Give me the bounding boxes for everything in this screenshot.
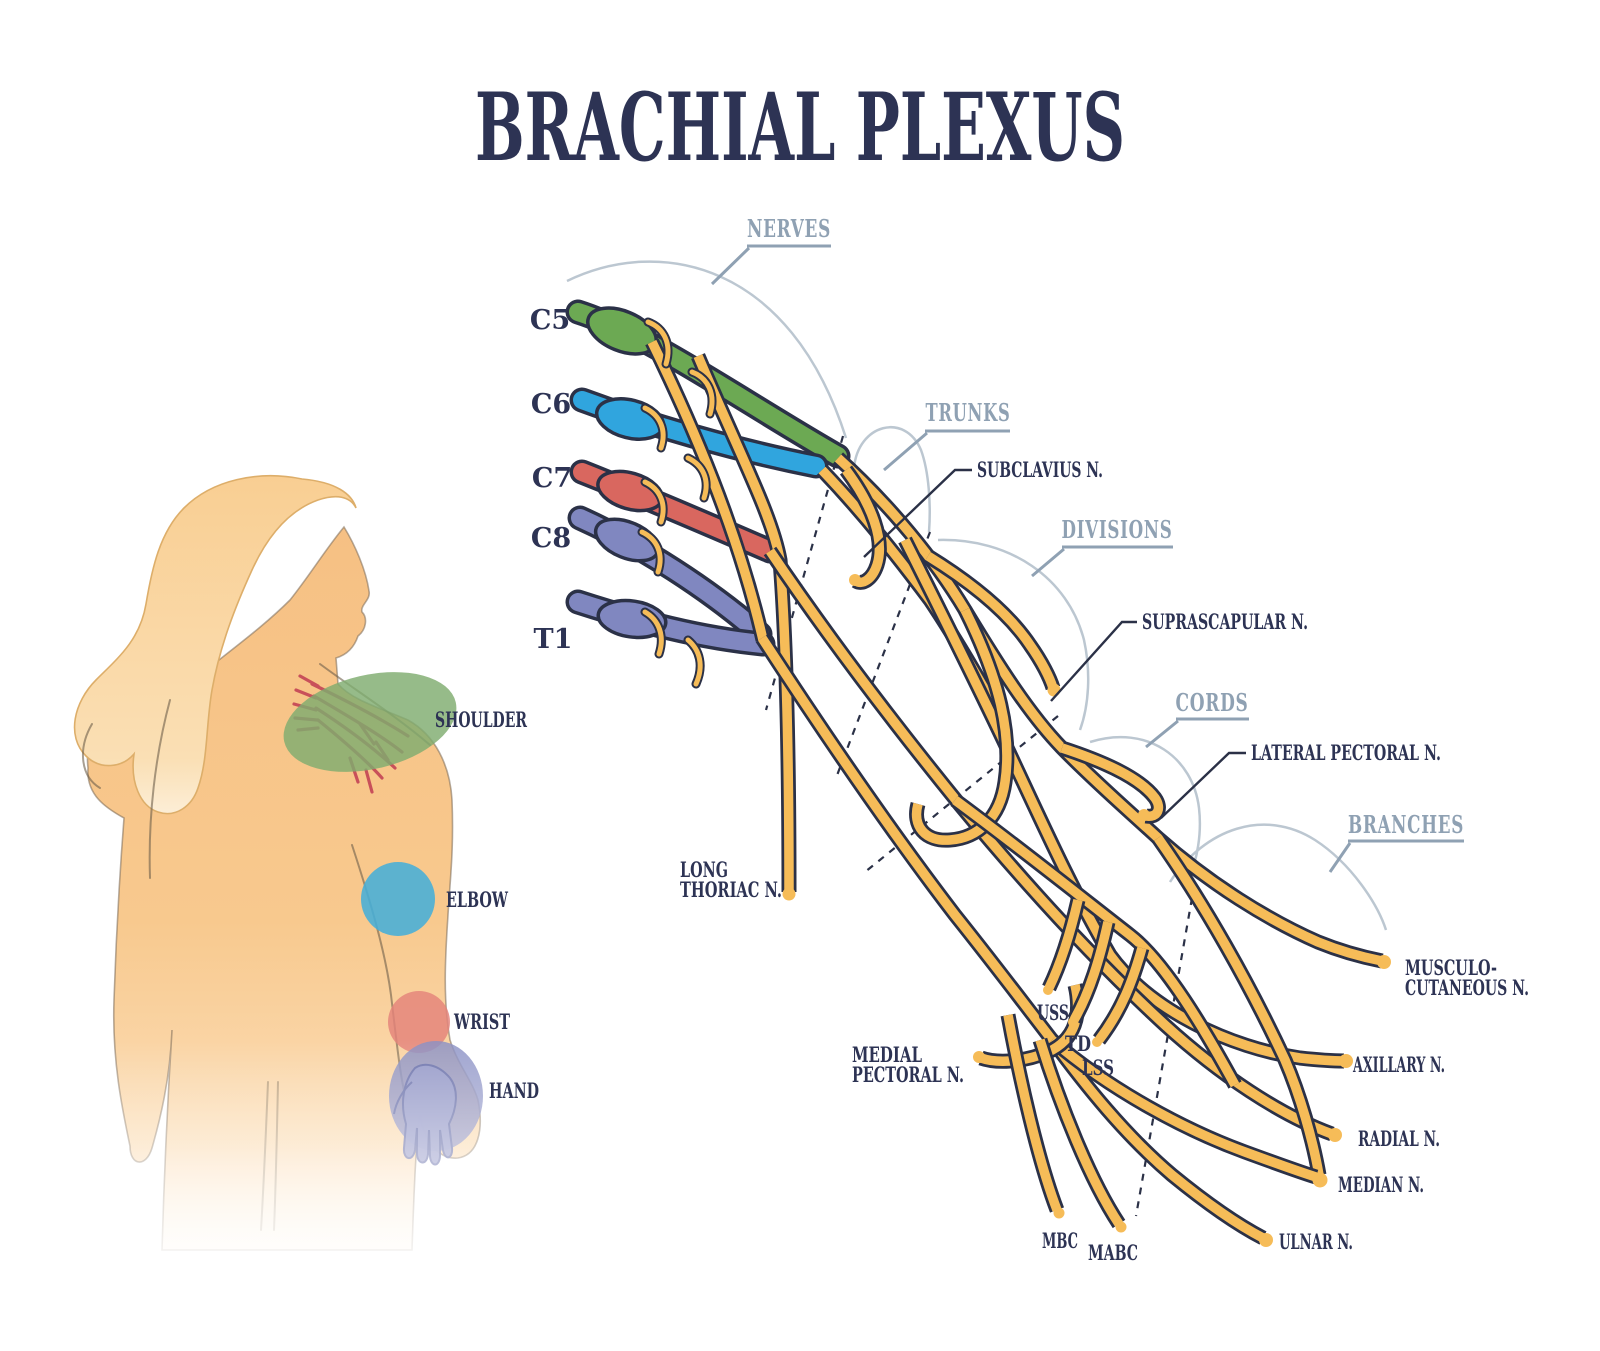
label-mbc: MBC [1042,1228,1078,1253]
label-medial-pectoral-2: PECTORAL N. [852,1062,964,1087]
nerve-tips [782,574,1391,1247]
back-line [148,699,171,879]
label-wrist: WRIST [453,1009,510,1034]
cords-arc [1089,736,1202,879]
lateral-pectoral-pointer [1160,751,1246,819]
nerve-strands [645,338,1384,1245]
label-td: TD [1065,1031,1091,1056]
label-lateral-pectoral: LATERAL PECTORAL N. [1251,740,1441,765]
branches-arc [1168,823,1388,931]
root-label-c5: C5 [530,305,570,336]
subclavius-pointer [863,468,972,558]
section-nerves: NERVES [747,214,831,243]
label-radial: RADIAL N. [1358,1126,1440,1151]
label-shoulder: SHOULDER [435,707,527,732]
label-axillary: AXILLARY N. [1352,1052,1445,1077]
divisions-arc [937,538,1090,731]
label-musculocutaneous-2: CUTANEOUS N. [1405,975,1529,1000]
label-subclavius: SUBCLAVIUS N. [977,457,1103,482]
figure-woman [40,474,580,1351]
root-label-c7: C7 [532,463,572,494]
labels: BRACHIAL PLEXUS NERVES TRUNKS DIVISIONS … [435,73,1529,1265]
page-title: BRACHIAL PLEXUS [475,73,1125,183]
branches-underline [1328,839,1464,873]
root-label-c6: C6 [531,389,571,420]
label-musculocutaneous-1: MUSCULO- [1405,955,1497,980]
chest-line [81,723,101,789]
trunks-arc [852,425,931,533]
section-divisions: DIVISIONS [1062,515,1173,544]
figure-fade [40,1030,580,1351]
label-suprascapular: SUPRASCAPULAR N. [1142,609,1308,634]
elbow-highlight [361,862,435,936]
label-mabc: MABC [1088,1240,1138,1265]
label-hand: HAND [489,1078,539,1103]
label-long-thoriac-1: LONG [680,857,728,882]
label-elbow: ELBOW [446,887,508,912]
label-median: MEDIAN N. [1338,1172,1424,1197]
ulnar-nerve [755,633,1267,1245]
label-long-thoriac-2: THORIAC N. [680,877,782,902]
nerves-underline [710,244,831,286]
label-medial-pectoral-1: MEDIAL [852,1042,922,1067]
trunks-underline [883,429,1010,472]
section-branches: BRANCHES [1348,810,1464,839]
divider-cords-branches [1134,897,1194,1217]
section-trunks: TRUNKS [926,398,1011,427]
root-hooks [637,317,717,689]
label-uss: USS [1037,1000,1069,1025]
label-ulnar: ULNAR N. [1279,1229,1353,1254]
divisions-underline [1031,545,1173,578]
cords-underline [1145,717,1249,749]
root-label-c8: C8 [531,523,571,554]
suprascapular-pointer [1050,620,1137,702]
section-cords: CORDS [1176,688,1249,717]
root-label-t1: T1 [534,624,573,655]
label-lss: LSS [1082,1055,1114,1080]
plexus-diagram [565,244,1464,1247]
shoulder-highlight [283,672,457,772]
hair [73,474,357,815]
